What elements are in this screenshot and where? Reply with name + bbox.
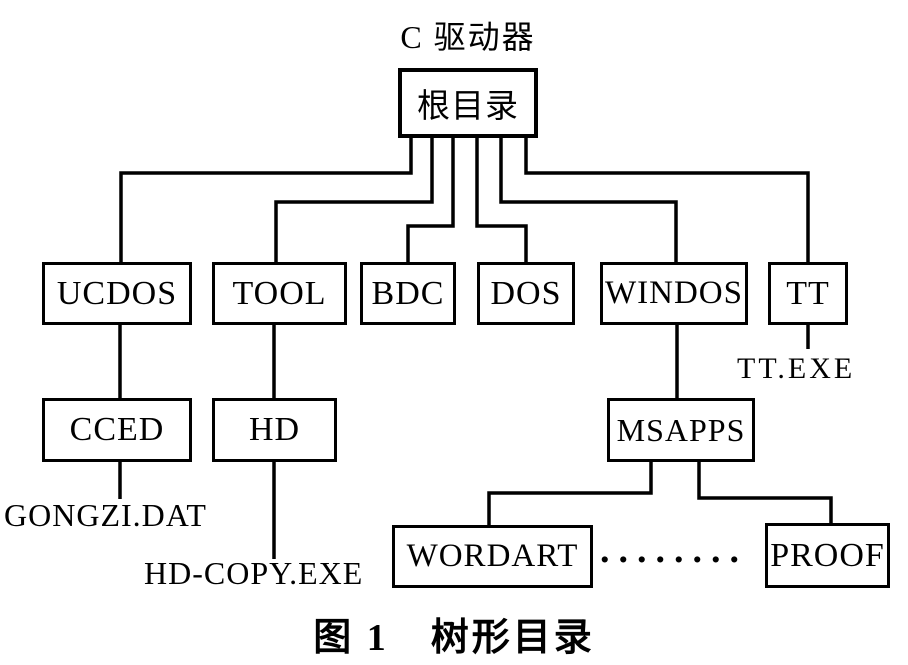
edge-root-windos [499,138,678,263]
edge-msapps-wordart [487,461,653,526]
caption-number: 图 1 [313,617,389,659]
node-ucdos: UCDOS [42,262,192,325]
node-windos: WINDOS [600,262,748,325]
node-tool: TOOL [212,262,347,325]
node-tt: TT [768,262,848,325]
node-msapps: MSAPPS [607,398,755,462]
drive-label: C 驱动器 [400,19,536,55]
edge-root-bdc [406,138,455,263]
file-label-gongzi-dat: GONGZI.DAT [4,497,207,533]
edge-root-tt [524,138,810,263]
node-proof: PROOF [765,523,890,588]
ellipsis-dots: ........ [600,529,748,571]
edge-msapps-proof [697,461,833,524]
file-label-tt-exe: TT.EXE [737,352,856,385]
node-dos: DOS [477,262,575,325]
node-cced: CCED [42,398,192,462]
file-label-hd-copy-exe: HD-COPY.EXE [144,555,364,591]
edge-root-tool [274,138,434,263]
edge-root-ucdos [119,138,413,263]
node-root-directory: 根目录 [398,68,538,138]
node-hd: HD [212,398,337,462]
node-wordart: WORDART [392,525,593,588]
edge-root-dos [475,138,528,263]
caption-title: 树形目录 [430,617,595,659]
node-bdc: BDC [360,262,456,325]
figure-caption: 图 1 树形目录 [0,606,908,661]
